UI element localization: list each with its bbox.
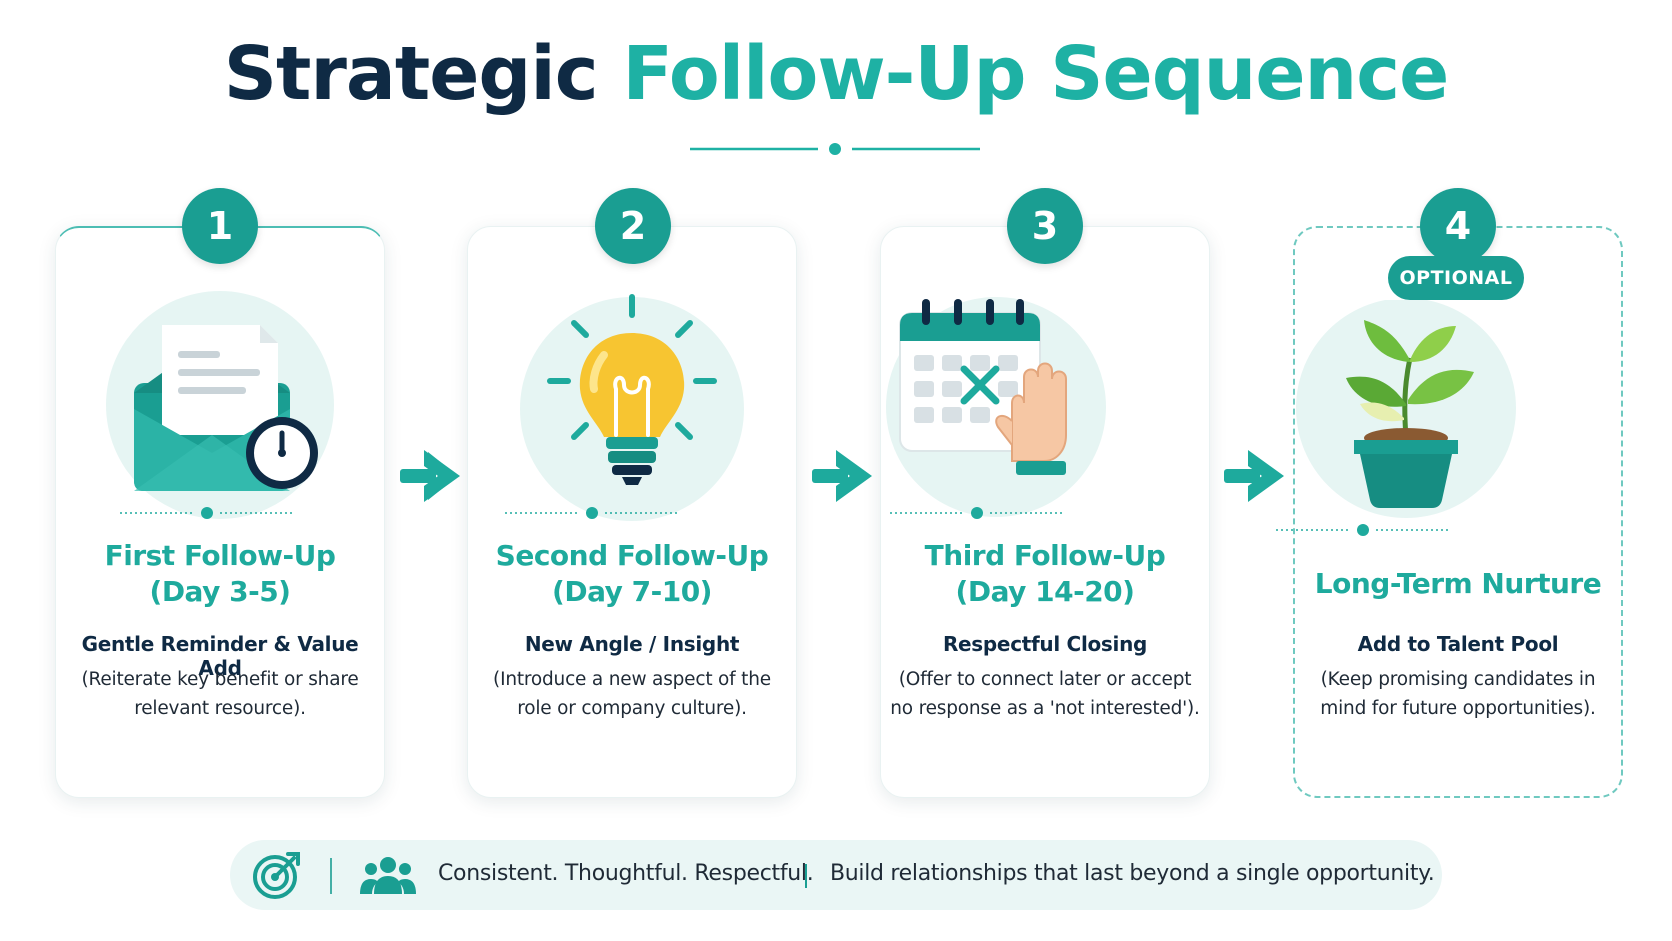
potted-plant-icon [1296,300,1516,518]
step-4-description: (Keep promising candidates in mind for f… [1298,665,1618,723]
step-2-description: (Introduce a new aspect of the role or c… [472,665,792,723]
step-number-1: 1 [182,188,258,264]
optional-badge: OPTIONAL [1388,256,1524,300]
title-part-1: Strategic [223,31,599,117]
arrow-right-icon [1224,450,1284,502]
step-3-desc-line-1: (Offer to connect later or accept [898,669,1192,690]
step-number-4: 4 [1420,188,1496,264]
step-1-title: First Follow-Up [104,539,336,572]
lightbulb-icon [520,294,744,521]
step-3-title: Third Follow-Up [924,539,1166,572]
step-number-3: 3 [1007,188,1083,264]
step-4-title: Long-Term Nurture [1314,567,1602,600]
step-2-subtitle: New Angle / Insight [524,632,740,656]
card-1-divider [120,507,295,519]
step-2-timing: (Day 7-10) [552,575,712,608]
calendar-stop-hand-icon [886,297,1106,517]
card-3-divider [890,507,1065,519]
page-title: Strategic Follow-Up Sequence [0,28,1672,120]
footer-message: Build relationships that last beyond a s… [830,861,1435,886]
step-1-desc-line-1: (Reiterate key benefit or share [81,669,359,690]
step-3-description: (Offer to connect later or accept no res… [877,665,1213,723]
title-part-2: Follow-Up Sequence [622,31,1449,117]
arrow-right-icon [400,450,460,502]
footer-separator [330,858,332,894]
arrow-right-icon [812,450,872,502]
envelope-clock-icon [106,291,334,519]
footer-separator [805,864,807,888]
target-icon [253,852,300,899]
footer-banner: Consistent. Thoughtful. Respectful. Buil… [230,840,1442,910]
step-2-title: Second Follow-Up [495,539,769,572]
step-number-2: 2 [595,188,671,264]
step-2-desc-line-1: (Introduce a new aspect of the [493,669,771,690]
card-2-divider [505,507,680,519]
step-4-desc-line-1: (Keep promising candidates in [1320,669,1596,690]
step-4-desc-line-2: mind for future opportunities). [1320,698,1596,719]
step-2-desc-line-2: role or company culture). [517,698,747,719]
card-4-divider [1276,524,1451,536]
step-3-subtitle: Respectful Closing [942,632,1148,656]
step-4-subtitle: Add to Talent Pool [1357,632,1559,656]
step-1-desc-line-2: relevant resource). [134,698,306,719]
step-3-desc-line-2: no response as a 'not interested'). [890,698,1200,719]
title-divider [690,143,980,155]
step-1-subtitle: Gentle Reminder & Value Add [81,632,359,680]
people-icon [360,857,416,894]
step-3-timing: (Day 14-20) [955,575,1135,608]
step-1-description: (Reiterate key benefit or share relevant… [60,665,380,723]
footer-tagline: Consistent. Thoughtful. Respectful. [438,861,814,886]
step-1-timing: (Day 3-5) [149,575,291,608]
